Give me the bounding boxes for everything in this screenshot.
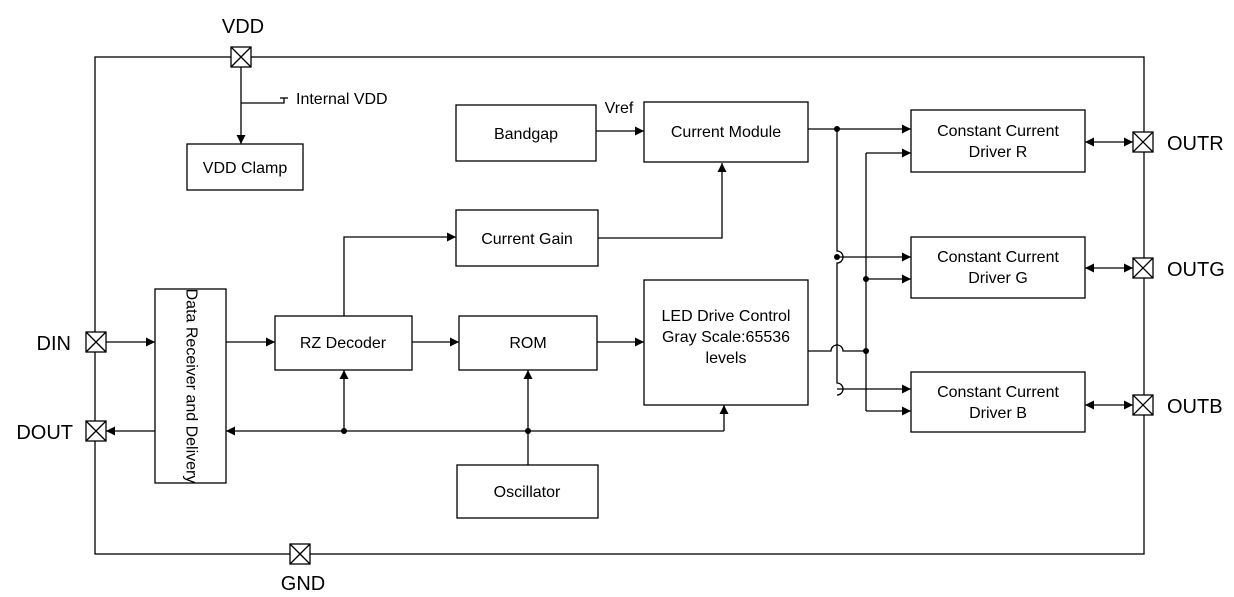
led-drive-control-block: LED Drive Control Gray Scale:65536 level… [643,279,809,406]
wire-gain-current-module [598,163,727,239]
driver-g-block: Constant Current Driver G [910,236,1086,299]
led-drive-control-line: levels [706,350,747,367]
junction-dot [834,126,840,132]
wire-current-bus [836,129,844,396]
current-module-label: Current Module [671,124,781,141]
led-drive-control-line: LED Drive Control [662,308,791,325]
pin-dout-label: DOUT [16,422,73,444]
vdd-clamp-label: VDD Clamp [203,160,288,177]
data-receiver-label: Data Receiver and Delivery [182,289,199,484]
internal-vdd-label: Internal VDD [296,91,388,108]
pin-outg: OUTG [1132,257,1225,281]
driver-b-line: Driver B [969,405,1027,422]
driver-b-block: Constant Current Driver B [910,371,1086,433]
pin-vdd: VDD [222,16,264,68]
pin-outr-label: OUTR [1167,133,1224,155]
current-gain-label: Current Gain [481,231,573,248]
chip-outline [94,56,1145,555]
driver-r-line: Driver R [969,144,1028,161]
current-gain-block: Current Gain [455,209,599,267]
pin-outr: OUTR [1132,131,1224,155]
pin-gnd-label: GND [281,573,325,595]
junction-dot [863,276,869,282]
pin-din-label: DIN [37,333,71,355]
driver-r-block: Constant Current Driver R [910,109,1086,173]
junction-dot [525,428,531,434]
oscillator-label: Oscillator [494,484,561,501]
driver-r-line: Constant Current [937,123,1059,140]
pin-dout: DOUT [16,420,107,444]
pin-vdd-label: VDD [222,16,264,38]
vdd-clamp-block: VDD Clamp [186,143,304,191]
wire-rz-current-gain [343,232,456,318]
pin-din: DIN [37,331,107,355]
oscillator-block: Oscillator [456,464,599,519]
wire-internal-vdd [241,98,285,104]
current-module-block: Current Module [643,101,809,163]
junction-dot [863,348,869,354]
pin-outb-label: OUTB [1167,396,1223,418]
rz-decoder-block: RZ Decoder [274,315,413,371]
bandgap-block: Bandgap [455,104,597,162]
vref-label: Vref [605,100,634,117]
rom-block: ROM [458,315,598,371]
pin-gnd: GND [281,543,325,595]
bandgap-label: Bandgap [494,126,558,143]
data-receiver-block: Data Receiver and Delivery [154,288,227,484]
wire-led-to-bus [808,344,866,352]
junction-dot [834,254,840,260]
junction-dot [341,428,347,434]
led-drive-control-line: Gray Scale:65536 [662,329,790,346]
wires [106,67,1133,465]
driver-g-line: Driver G [968,270,1028,287]
pin-outb: OUTB [1132,394,1223,418]
driver-g-line: Constant Current [937,249,1059,266]
rz-decoder-label: RZ Decoder [300,335,387,352]
rom-label: ROM [509,335,546,352]
pin-outg-label: OUTG [1167,259,1225,281]
driver-b-line: Constant Current [937,384,1059,401]
